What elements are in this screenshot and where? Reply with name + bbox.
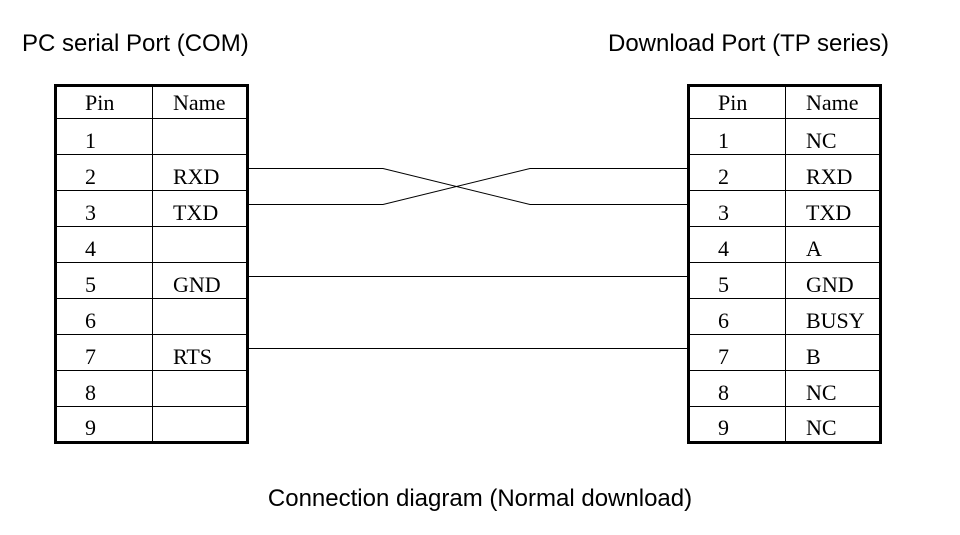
pin-number: 2 xyxy=(688,154,786,191)
pin-header: Pin xyxy=(55,85,153,119)
pin-number: 5 xyxy=(688,262,786,299)
pin-name: GND xyxy=(785,262,881,299)
table-row: 9 xyxy=(55,406,248,443)
pin-name: A xyxy=(785,226,881,263)
wire-pin-3-to-2 xyxy=(249,168,687,205)
name-header: Name xyxy=(806,89,859,115)
pin-name xyxy=(152,118,248,155)
pin-number: 6 xyxy=(688,298,786,335)
pin-name: RXD xyxy=(152,154,248,191)
pin-name xyxy=(152,226,248,263)
table-row: 6 xyxy=(55,298,248,335)
pin-name: RTS xyxy=(152,334,248,371)
left-port-title: PC serial Port (COM) xyxy=(22,30,249,57)
pin-number: 7 xyxy=(688,334,786,371)
pin-name: NC xyxy=(785,370,881,407)
pin-name xyxy=(152,406,248,443)
pin-number: 9 xyxy=(688,406,786,443)
pin-number: 3 xyxy=(55,190,153,227)
wire-pin-2-to-3 xyxy=(249,168,687,205)
pin-name: NC xyxy=(785,118,881,155)
pin-number: 8 xyxy=(55,370,153,407)
pin-header: Pin xyxy=(688,85,786,119)
pin-number: 7 xyxy=(55,334,153,371)
pin-number: 4 xyxy=(688,226,786,263)
pin-number: 8 xyxy=(688,370,786,407)
pin-name: TXD xyxy=(152,190,248,227)
pin-name: BUSY xyxy=(785,298,881,335)
pin-name xyxy=(152,298,248,335)
pin-name: GND xyxy=(152,262,248,299)
pin-number: 1 xyxy=(55,118,153,155)
table-header-row: Pin Name xyxy=(688,85,881,119)
diagram-caption: Connection diagram (Normal download) xyxy=(267,485,693,512)
right-port-title: Download Port (TP series) xyxy=(608,30,889,57)
table-row: 1 xyxy=(55,118,248,155)
pin-number: 6 xyxy=(55,298,153,335)
pin-name xyxy=(152,370,248,407)
pin-number: 9 xyxy=(55,406,153,443)
pin-number: 5 xyxy=(55,262,153,299)
pin-number: 2 xyxy=(55,154,153,191)
table-header-row: Pin Name xyxy=(55,85,248,119)
table-row: 4 xyxy=(55,226,248,263)
name-header: Name xyxy=(173,89,226,115)
pin-number: 3 xyxy=(688,190,786,227)
pin-name: NC xyxy=(785,406,881,443)
pin-number: 1 xyxy=(688,118,786,155)
pin-number: 4 xyxy=(55,226,153,263)
pin-name: RXD xyxy=(785,154,881,191)
table-row: 8 xyxy=(55,370,248,407)
pin-name: B xyxy=(785,334,881,371)
pin-name: TXD xyxy=(785,190,881,227)
